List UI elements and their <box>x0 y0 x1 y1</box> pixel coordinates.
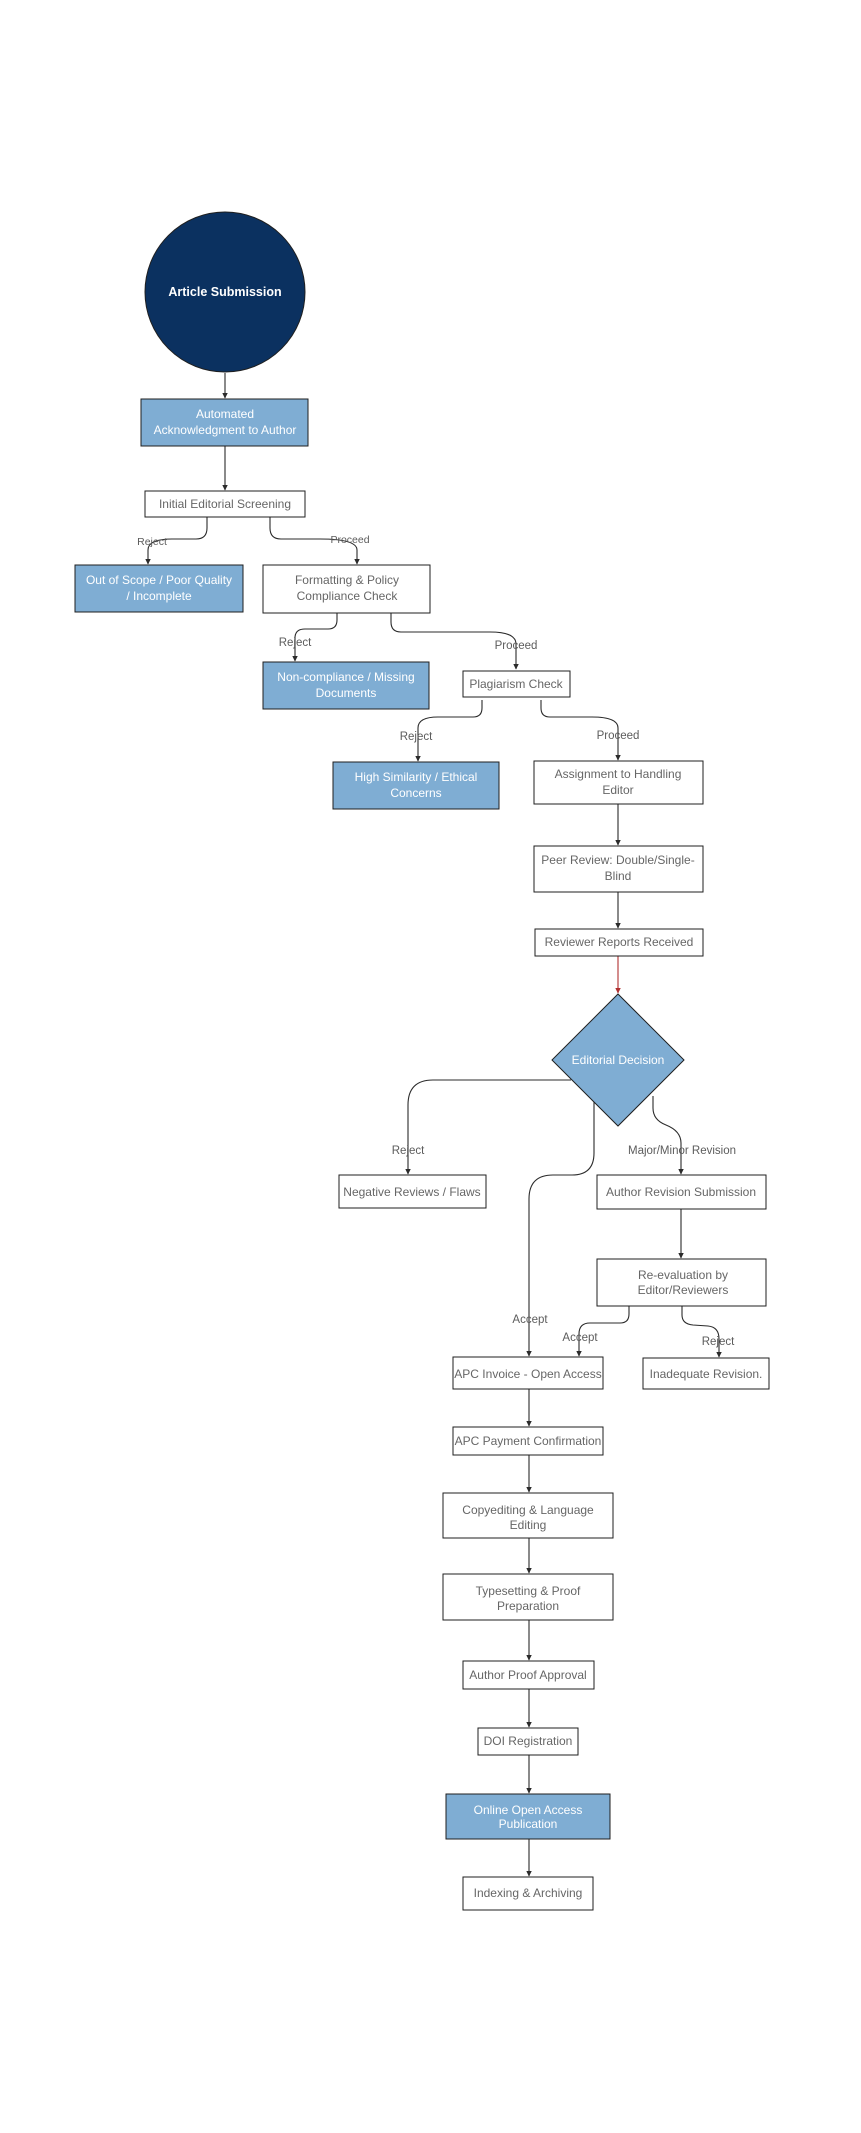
label-proceed-formatting: Proceed <box>495 640 538 652</box>
edge-reevaluation-accept <box>576 1306 630 1357</box>
node-automated-acknowledgment[interactable]: Automated Acknowledgment to Author <box>140 398 309 447</box>
node-author-revision[interactable]: Author Revision Submission <box>596 1174 767 1210</box>
node-editorial-decision[interactable]: Editorial Decision <box>551 993 685 1127</box>
label-reject-formatting: Reject <box>279 637 312 649</box>
node-label-line2: Editing <box>510 1518 547 1532</box>
node-typesetting[interactable]: Typesetting & Proof Preparation <box>442 1573 614 1621</box>
node-peer-review[interactable]: Peer Review: Double/Single- Blind <box>533 845 704 893</box>
edge-decision-accept <box>526 1100 595 1357</box>
edge-formatting-reject <box>292 612 338 662</box>
node-doi-registration[interactable]: DOI Registration <box>477 1727 579 1756</box>
node-label-line1: Typesetting & Proof <box>476 1584 581 1598</box>
node-article-submission[interactable]: Article Submission <box>144 211 306 373</box>
node-label: DOI Registration <box>484 1734 573 1748</box>
node-label-line1: Re-evaluation by <box>638 1268 728 1282</box>
edges <box>145 373 722 1877</box>
node-re-evaluation[interactable]: Re-evaluation by Editor/Reviewers <box>596 1258 767 1307</box>
node-label-line1: Copyediting & Language <box>462 1503 594 1517</box>
node-label: Author Proof Approval <box>469 1668 586 1682</box>
node-assignment-editor[interactable]: Assignment to Handling Editor <box>533 760 704 805</box>
label-revision-decision: Major/Minor Revision <box>628 1145 736 1157</box>
edge-reevaluation-reject <box>681 1306 722 1358</box>
node-label: Author Revision Submission <box>606 1185 756 1199</box>
label-reject-screening: Reject <box>137 536 167 548</box>
label-proceed-screening: Proceed <box>330 534 369 546</box>
node-label-line1: High Similarity / Ethical <box>355 770 478 784</box>
node-label-line1: Out of Scope / Poor Quality <box>86 573 232 587</box>
node-copyediting[interactable]: Copyediting & Language Editing <box>442 1492 614 1539</box>
node-inadequate-revision[interactable]: Inadequate Revision. <box>642 1357 770 1390</box>
node-label: APC Payment Confirmation <box>455 1434 602 1448</box>
node-label-line1: Online Open Access <box>474 1803 583 1817</box>
node-formatting-check[interactable]: Formatting & Policy Compliance Check <box>262 564 431 614</box>
node-label-line2: / Incomplete <box>126 589 192 603</box>
node-negative-reviews[interactable]: Negative Reviews / Flaws <box>338 1174 487 1209</box>
node-label: Article Submission <box>168 285 281 299</box>
edge-plagiarism-reject <box>415 700 483 762</box>
node-label-line2: Editor <box>602 783 633 797</box>
node-plagiarism-check[interactable]: Plagiarism Check <box>462 670 571 698</box>
node-label: Negative Reviews / Flaws <box>343 1185 480 1199</box>
label-reject-plagiarism: Reject <box>400 731 433 743</box>
edge-decision-revision <box>652 1096 684 1175</box>
node-label: Inadequate Revision. <box>650 1367 763 1381</box>
label-reject-decision: Reject <box>392 1145 425 1157</box>
label-accept-decision: Accept <box>512 1314 548 1326</box>
node-label-line1: Automated <box>196 407 254 421</box>
node-apc-payment[interactable]: APC Payment Confirmation <box>452 1426 604 1456</box>
node-label-line2: Blind <box>605 869 632 883</box>
node-label: APC Invoice - Open Access <box>454 1367 601 1381</box>
node-initial-screening[interactable]: Initial Editorial Screening <box>144 490 306 518</box>
edge-plagiarism-proceed <box>540 700 621 761</box>
node-label: Plagiarism Check <box>469 677 563 691</box>
node-label-line2: Concerns <box>390 786 441 800</box>
node-non-compliance[interactable]: Non-compliance / Missing Documents <box>262 661 430 710</box>
edge-screening-proceed <box>269 516 360 565</box>
node-online-publication[interactable]: Online Open Access Publication <box>445 1793 611 1840</box>
node-label-line1: Peer Review: Double/Single- <box>541 853 694 867</box>
node-label-line2: Compliance Check <box>297 589 399 603</box>
node-label-line1: Assignment to Handling <box>555 767 682 781</box>
node-apc-invoice[interactable]: APC Invoice - Open Access <box>452 1356 604 1390</box>
node-label: Reviewer Reports Received <box>545 935 694 949</box>
node-reviewer-reports[interactable]: Reviewer Reports Received <box>534 928 704 957</box>
edge-decision-reject <box>405 1079 571 1175</box>
node-label-line2: Publication <box>499 1817 558 1831</box>
nodes: Article Submission Automated Acknowledgm… <box>74 211 770 1911</box>
node-label-line2: Acknowledgment to Author <box>154 423 297 437</box>
label-accept-reevaluation: Accept <box>562 1332 598 1344</box>
node-out-of-scope[interactable]: Out of Scope / Poor Quality / Incomplete <box>74 564 244 613</box>
node-label: Editorial Decision <box>572 1053 665 1067</box>
label-reject-reevaluation: Reject <box>702 1336 735 1348</box>
node-label-line2: Editor/Reviewers <box>638 1283 729 1297</box>
label-proceed-plagiarism: Proceed <box>597 730 640 742</box>
node-indexing-archiving[interactable]: Indexing & Archiving <box>462 1876 594 1911</box>
edge-screening-reject <box>145 516 208 565</box>
node-label: Initial Editorial Screening <box>159 497 291 511</box>
node-label-line1: Formatting & Policy <box>295 573 399 587</box>
edge-labels: Reject Proceed Reject Proceed Reject Pro… <box>137 534 736 1348</box>
node-label-line2: Documents <box>316 686 377 700</box>
node-label: Indexing & Archiving <box>474 1886 583 1900</box>
node-high-similarity[interactable]: High Similarity / Ethical Concerns <box>332 761 500 810</box>
node-author-proof[interactable]: Author Proof Approval <box>462 1660 595 1690</box>
node-label-line2: Preparation <box>497 1599 559 1613</box>
node-label-line1: Non-compliance / Missing <box>277 670 414 684</box>
edge-formatting-proceed <box>390 612 519 670</box>
